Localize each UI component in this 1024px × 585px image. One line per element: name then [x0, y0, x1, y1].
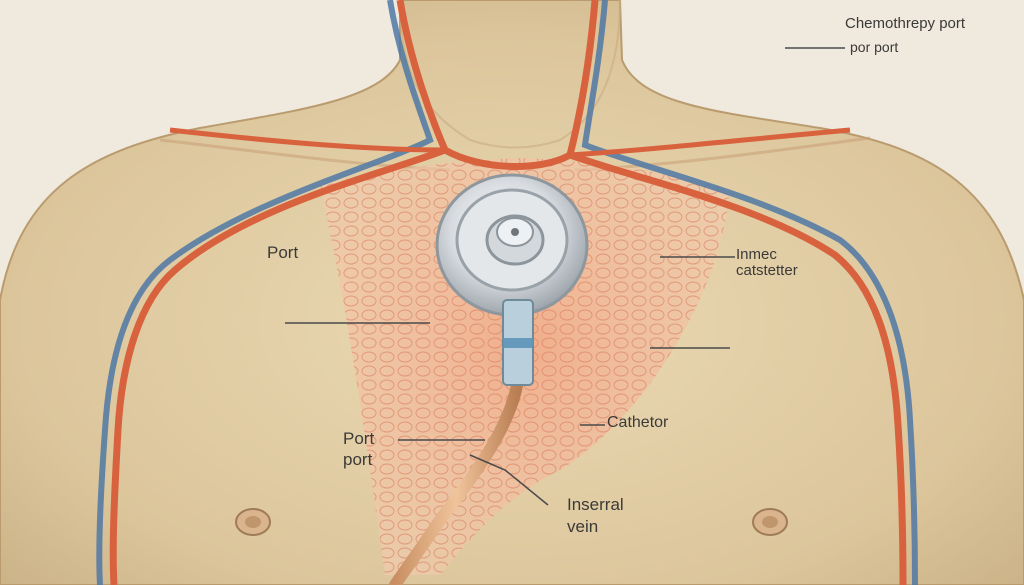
right-nipple	[752, 508, 788, 536]
label-internal-vein-line1: Inserral	[567, 495, 624, 514]
leader-lines	[285, 47, 845, 506]
left-clavicle	[159, 138, 451, 172]
label-port-port-line2: port	[343, 450, 373, 470]
neck-shading	[399, 0, 621, 149]
label-internal-vein-line2: vein	[567, 517, 599, 537]
leader-vein	[469, 454, 549, 506]
left-nipple	[235, 508, 271, 536]
port-needle-hole	[511, 228, 519, 236]
right-artery	[565, 0, 907, 585]
left-shoulder-artery	[169, 127, 446, 153]
label-port-port-line1: Port	[343, 429, 375, 448]
label-inner-catheter: Inmec catstetter	[736, 247, 798, 279]
center-artery-junction	[443, 146, 572, 170]
label-catheter: Cathetor	[607, 414, 669, 432]
label-chemotherapy-port-line1: Chemothrepy port	[845, 15, 966, 32]
label-por-port: por port	[850, 40, 898, 55]
label-por-port-text: por port	[850, 39, 899, 55]
label-port-left: Port	[267, 244, 298, 262]
label-inner-catheter-line1: Inmec	[736, 246, 777, 263]
label-chemotherapy-port: Chemothrepy port	[845, 16, 965, 32]
catheter-tube	[389, 374, 524, 585]
connector-band	[503, 338, 533, 348]
label-inner-catheter-line2: catstetter	[736, 261, 798, 279]
left-vein	[96, 0, 434, 585]
right-shoulder-artery	[569, 127, 851, 158]
label-port-left-text: Port	[267, 243, 299, 262]
left-artery	[109, 0, 450, 585]
label-port-port: Port port	[343, 428, 374, 471]
right-vein	[581, 0, 918, 585]
label-catheter-text: Cathetor	[607, 414, 669, 431]
label-internal-vein: Inserral vein	[567, 494, 624, 538]
